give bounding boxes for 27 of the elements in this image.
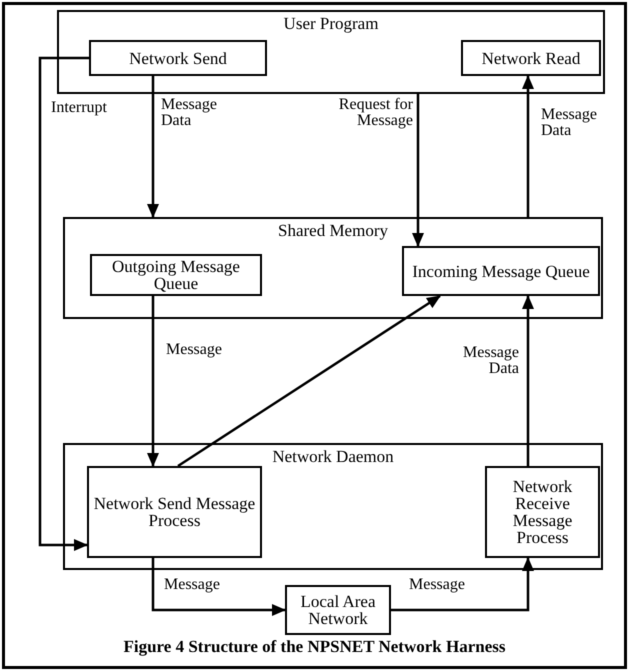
process-box: Incoming Message Queue <box>402 246 600 296</box>
arrow <box>38 56 89 551</box>
arrow <box>147 76 159 218</box>
arrow <box>152 558 286 616</box>
edge-label: Message <box>165 342 223 358</box>
group-title: Shared Memory <box>276 222 389 240</box>
group-box <box>57 10 605 94</box>
arrow <box>391 557 534 612</box>
group-title: Network Daemon <box>271 448 395 466</box>
process-box: Network Receive Message Process <box>485 466 600 558</box>
group-box <box>63 443 603 570</box>
process-box: Network Read <box>461 40 601 76</box>
group-box <box>63 217 603 319</box>
edge-label: Interrupt <box>50 100 108 116</box>
arrow <box>522 75 534 217</box>
arrow <box>522 295 534 466</box>
arrow <box>147 296 159 467</box>
process-box: Network Send <box>89 40 267 76</box>
arrow <box>177 294 441 468</box>
edge-label: Message <box>163 577 221 593</box>
figure-caption: Figure 4 Structure of the NPSNET Network Harness <box>122 637 506 657</box>
edge-label: Message <box>408 577 466 593</box>
group-title: User Program <box>282 15 380 33</box>
arrow <box>412 94 424 247</box>
process-box: Network Send Message Process <box>87 466 262 558</box>
process-box: Outgoing Message Queue <box>90 254 262 296</box>
process-box: Local Area Network <box>285 585 391 635</box>
